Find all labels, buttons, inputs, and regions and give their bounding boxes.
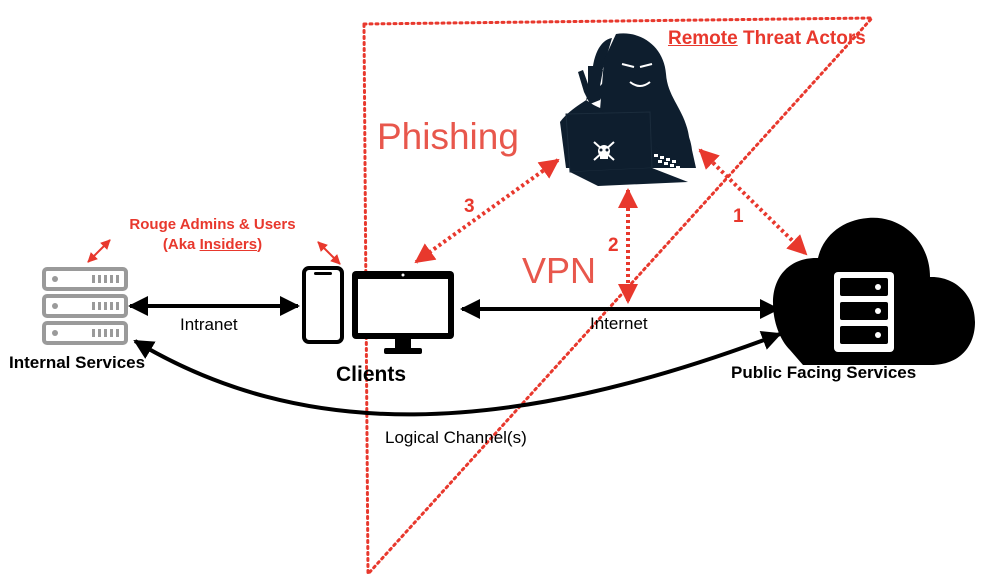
phishing-label: Phishing bbox=[377, 116, 519, 157]
logical-channel-arrow bbox=[133, 331, 782, 417]
rouge-admins-label: Rouge Admins & Users (Aka Insiders) bbox=[105, 215, 320, 255]
attack-number-3: 3 bbox=[464, 196, 475, 217]
public-facing-services-label: Public Facing Services bbox=[731, 363, 917, 382]
internet-label: Internet bbox=[590, 314, 648, 333]
remote-threat-actors-label: Remote Threat Actors bbox=[668, 29, 866, 48]
public-services-attack-arrow bbox=[698, 148, 808, 256]
smartphone-icon bbox=[302, 266, 344, 344]
clients-label: Clients bbox=[336, 363, 407, 386]
phishing-attack-arrow bbox=[414, 158, 560, 264]
internal-services-label: Internal Services bbox=[9, 353, 146, 372]
rouge-line-2: (Aka Insiders) bbox=[162, 236, 263, 253]
server-rack-icon bbox=[42, 267, 128, 345]
rouge-line-1: Rouge Admins & Users bbox=[129, 216, 296, 233]
attack-number-1: 1 bbox=[733, 206, 744, 227]
attack-number-2: 2 bbox=[608, 235, 619, 256]
threat-actors-words: Threat Actors bbox=[737, 28, 866, 49]
monitor-icon bbox=[352, 271, 454, 354]
cloud-server-icon bbox=[773, 217, 975, 365]
insider-arrow-clients bbox=[317, 241, 341, 265]
intranet-label: Intranet bbox=[180, 315, 238, 334]
logical-channels-label: Logical Channel(s) bbox=[385, 428, 527, 447]
hacker-laptop-icon bbox=[560, 33, 696, 186]
insiders-word: Insiders bbox=[199, 236, 258, 253]
remote-word: Remote bbox=[668, 28, 738, 49]
insider-arrow-servers bbox=[87, 239, 111, 263]
vpn-label: VPN bbox=[522, 250, 597, 291]
